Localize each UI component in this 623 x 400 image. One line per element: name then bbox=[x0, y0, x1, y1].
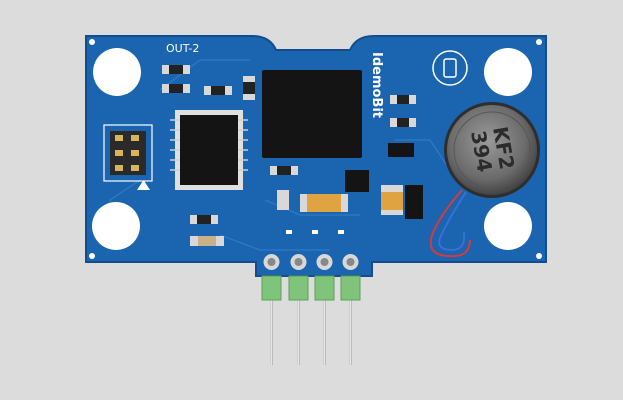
phone-vibrate-icon bbox=[432, 50, 468, 86]
motor-wires bbox=[429, 189, 471, 258]
header-pins bbox=[270, 295, 352, 365]
corner-vias bbox=[89, 39, 542, 259]
header-silk-dots bbox=[286, 230, 344, 234]
mounting-hole-icon bbox=[92, 48, 532, 250]
brand-label: IdemoBit bbox=[369, 52, 384, 118]
vibration-motor: KF2 394 bbox=[444, 102, 540, 198]
smd-resistors-bottom bbox=[190, 215, 224, 246]
smd-middle bbox=[270, 95, 423, 219]
header-pads bbox=[263, 254, 359, 270]
smd-resistors-top bbox=[162, 65, 255, 100]
triangle-marker-icon bbox=[137, 180, 150, 190]
microcontroller-chip bbox=[170, 110, 248, 190]
large-ic bbox=[262, 70, 362, 158]
isp-header bbox=[103, 124, 153, 190]
pin-header-block bbox=[261, 275, 361, 301]
out-label: OUT-2 bbox=[166, 42, 199, 55]
